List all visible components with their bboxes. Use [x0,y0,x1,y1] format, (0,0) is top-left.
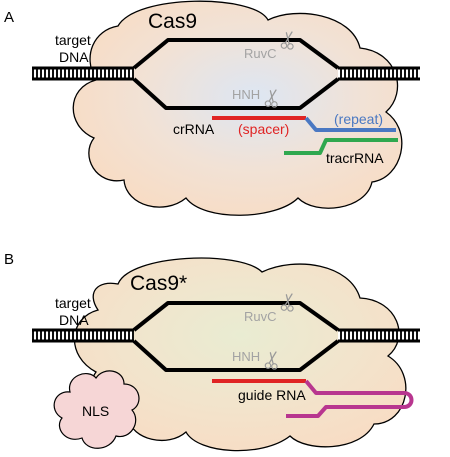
ruvc-label: RuvC [244,309,277,324]
dna-duplex-left [32,328,134,343]
ruvc-label: RuvC [244,46,277,61]
panel-b: B Cas9* target DNA RuvC HNH guide RNA NL… [4,251,420,452]
tracrrna-label: tracrRNA [326,150,384,166]
dna-target-strand [132,77,340,110]
nls-label: NLS [82,403,109,419]
crrna-repeat [304,116,396,132]
dna-duplex-right [338,66,420,81]
protein-name: Cas9 [148,10,197,33]
crrna-label: crRNA [173,121,215,137]
panel-b-letter: B [4,251,14,268]
dna-label-line1: target [55,295,91,311]
spacer-label: (spacer) [238,121,289,137]
dna-top-strand [132,301,340,332]
dna-label-line2: DNA [59,312,89,328]
dna-duplex-right [338,328,420,343]
cas9-star-protein-blob [73,257,407,452]
repeat-label: (repeat) [334,111,383,127]
guide-rna-hairpin [286,379,414,418]
tracrrna-strand [284,138,398,155]
guide-rna-label: guide RNA [238,387,306,403]
dna-target-strand [132,339,340,372]
dna-duplex-left [32,66,134,81]
dna-label-line1: target [55,32,91,48]
nls-blob [53,370,140,449]
panel-a: A Cas9 target DNA RuvC HNH crRNA (spacer… [4,0,420,216]
hnh-label: HNH [232,349,260,364]
hnh-label: HNH [232,87,260,102]
dna-label-line2: DNA [59,49,89,65]
protein-name: Cas9* [130,272,187,295]
dna-top-strand [132,38,340,70]
panel-a-letter: A [4,9,14,26]
